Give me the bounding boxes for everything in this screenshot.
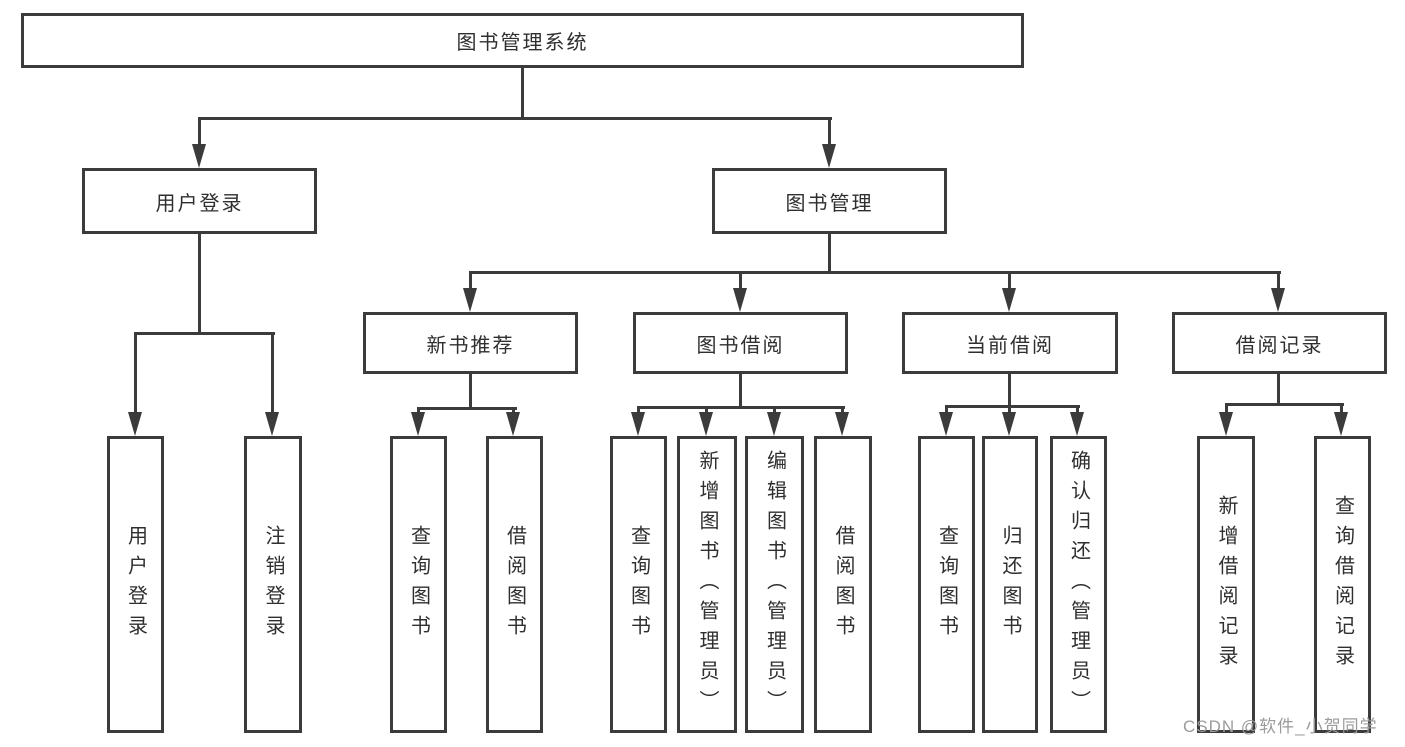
node-book-borrowing: 图书借阅: [633, 312, 848, 374]
connector-line: [512, 407, 515, 415]
leaf-borrow-books: 借阅图书: [814, 436, 872, 733]
leaf-query-books: 查询图书: [390, 436, 447, 733]
connector-line: [1076, 405, 1079, 415]
arrowhead-down-icon: [192, 144, 206, 168]
leaf-borrow-books: 借阅图书: [486, 436, 543, 733]
node-current-borrowing: 当前借阅: [902, 312, 1118, 374]
leaf-label: 注销登录: [262, 524, 284, 645]
connector-line: [828, 232, 831, 274]
node-user-login: 用户登录: [82, 168, 317, 234]
connector-line: [1008, 271, 1011, 291]
arrowhead-down-icon: [767, 412, 781, 436]
node-borrowing-records: 借阅记录: [1172, 312, 1387, 374]
connector-line: [828, 117, 831, 147]
connector-line: [1008, 405, 1011, 415]
arrowhead-down-icon: [699, 412, 713, 436]
arrowhead-down-icon: [631, 412, 645, 436]
node-label: 新书推荐: [426, 334, 515, 357]
leaf-label: 查询图书: [407, 524, 430, 645]
arrowhead-down-icon: [733, 288, 747, 312]
connector-line: [1225, 403, 1344, 406]
watermark: CSDN @软件_小贺同学: [1183, 717, 1378, 736]
arrowhead-down-icon: [265, 412, 279, 436]
connector-line: [469, 271, 1281, 274]
connector-line: [469, 372, 472, 410]
leaf-label: 借阅图书: [832, 524, 854, 645]
node-library-management-system: 图书管理系统: [21, 13, 1024, 68]
arrowhead-down-icon: [1070, 412, 1084, 436]
connector-line: [1277, 271, 1280, 291]
leaf-edit-books-admin: 编辑图书（管理员）: [745, 436, 804, 733]
connector-line: [841, 406, 844, 415]
leaf-query-books: 查询图书: [918, 436, 975, 733]
leaf-add-borrow-record: 新增借阅记录: [1197, 436, 1255, 733]
connector-line: [945, 405, 1080, 408]
connector-line: [637, 406, 845, 409]
arrowhead-down-icon: [1271, 288, 1285, 312]
leaf-query-borrow-record: 查询借阅记录: [1314, 436, 1371, 733]
connector-line: [1008, 372, 1011, 408]
connector-line: [1277, 372, 1280, 406]
connector-line: [739, 271, 742, 291]
node-label: 图书管理系统: [456, 32, 589, 54]
leaf-label: 归还图书: [999, 524, 1021, 645]
node-book-management: 图书管理: [712, 168, 947, 234]
leaf-label: 新增图书（管理员）: [696, 449, 718, 720]
arrowhead-down-icon: [835, 412, 849, 436]
node-label: 图书管理: [785, 192, 874, 215]
connector-line: [198, 117, 201, 147]
leaf-label: 查询图书: [935, 524, 958, 645]
connector-line: [1340, 403, 1343, 415]
connector-line: [705, 406, 708, 415]
connector-line: [773, 406, 776, 415]
node-new-book-recommend: 新书推荐: [363, 312, 578, 374]
leaf-return-books: 归还图书: [982, 436, 1038, 733]
leaf-user-login: 用户登录: [107, 436, 164, 733]
leaf-query-books: 查询图书: [610, 436, 667, 733]
node-label: 当前借阅: [966, 334, 1054, 357]
arrowhead-down-icon: [1002, 288, 1016, 312]
connector-line: [739, 372, 742, 409]
connector-line: [271, 332, 274, 414]
leaf-label: 确认归还（管理员）: [1067, 449, 1090, 720]
connector-line: [945, 405, 948, 415]
arrowhead-down-icon: [1219, 412, 1233, 436]
arrowhead-down-icon: [506, 412, 520, 436]
connector-line: [469, 271, 472, 291]
leaf-label: 查询借阅记录: [1331, 494, 1354, 675]
arrowhead-down-icon: [411, 412, 425, 436]
leaf-label: 用户登录: [124, 524, 147, 645]
arrowhead-down-icon: [1334, 412, 1348, 436]
connector-line: [1225, 403, 1228, 415]
leaf-confirm-return-admin: 确认归还（管理员）: [1050, 436, 1107, 733]
leaf-label: 编辑图书（管理员）: [763, 449, 786, 720]
node-label: 借阅记录: [1235, 334, 1324, 357]
connector-line: [134, 332, 275, 335]
arrowhead-down-icon: [128, 412, 142, 436]
connector-line: [521, 66, 524, 118]
arrowhead-down-icon: [463, 288, 477, 312]
connector-line: [134, 332, 137, 414]
connector-line: [637, 406, 640, 415]
leaf-label: 新增借阅记录: [1215, 494, 1237, 675]
arrowhead-down-icon: [1002, 412, 1016, 436]
connector-line: [417, 407, 517, 410]
connector-line: [198, 117, 832, 120]
leaf-add-books-admin: 新增图书（管理员）: [677, 436, 737, 733]
arrowhead-down-icon: [939, 412, 953, 436]
leaf-label: 借阅图书: [503, 524, 526, 645]
leaf-logout: 注销登录: [244, 436, 302, 733]
node-label: 图书借阅: [696, 334, 785, 357]
connector-line: [417, 407, 420, 415]
node-label: 用户登录: [155, 192, 244, 215]
connector-line: [198, 232, 201, 335]
arrowhead-down-icon: [822, 144, 836, 168]
leaf-label: 查询图书: [627, 524, 650, 645]
